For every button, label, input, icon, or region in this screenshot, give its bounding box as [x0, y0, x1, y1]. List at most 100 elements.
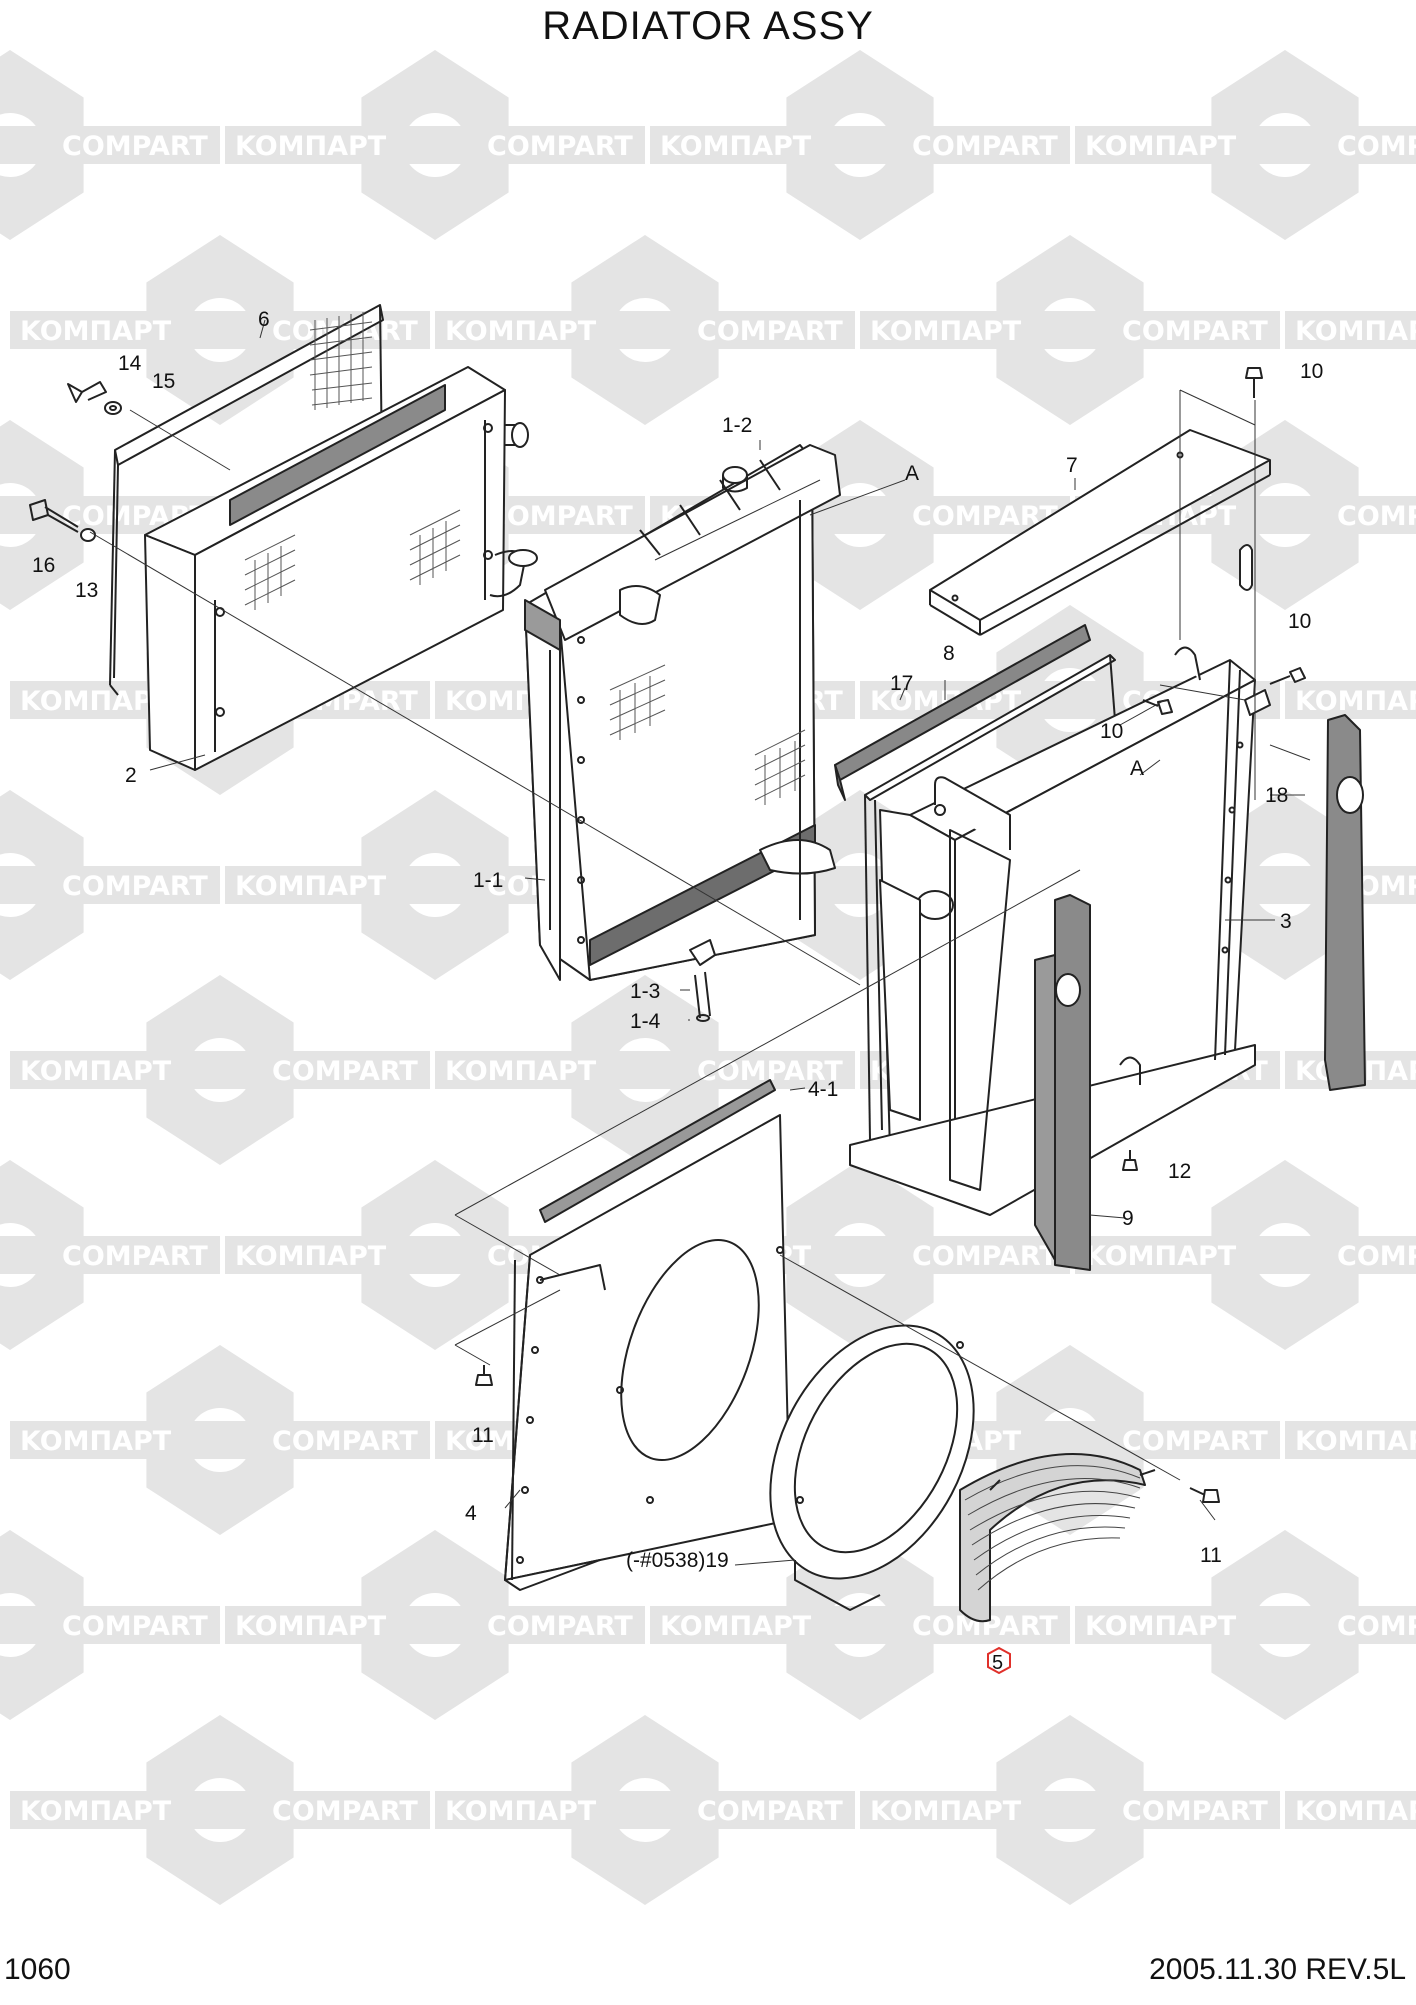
watermark-text: COMPART [272, 1056, 418, 1087]
watermark-text: KOMПАРТ [20, 686, 172, 717]
callout-7: 7 [1066, 454, 1078, 477]
watermark-text: KOMПАРТ [235, 131, 387, 162]
hardware-14-15-16-13 [29, 381, 122, 542]
part-18-plate [1324, 714, 1366, 1091]
watermark-logo: KOMПАРТ COMPART [10, 1715, 430, 1905]
leader-lines [89, 319, 1311, 1566]
watermark-logo: KOMПАРТ COMPART [650, 50, 1070, 240]
watermark-text: KOMПАРТ [1085, 1611, 1237, 1642]
watermark-text: KOMПАРТ [1295, 1426, 1416, 1457]
watermark-text: COMPART [272, 1796, 418, 1827]
callout-17: 17 [890, 672, 913, 695]
callout-13: 13 [75, 579, 98, 602]
watermark-logo: KOMПАРТ COMPART [10, 975, 430, 1165]
watermark-text: COMPART [62, 871, 208, 902]
watermark-text: COMPART [1337, 1241, 1416, 1272]
callout-4-1: 4-1 [808, 1078, 838, 1101]
watermark-text: KOMПАРТ [660, 131, 812, 162]
watermark-text: COMPART [912, 131, 1058, 162]
callout-18: 18 [1265, 784, 1288, 807]
watermark-text: COMPART [487, 1611, 633, 1642]
watermark-logo: KOMПАРТ COMPART [10, 1345, 430, 1535]
watermark-text: COMPART [62, 1611, 208, 1642]
callout-10-top: 10 [1300, 360, 1323, 383]
part-9-strip [1034, 894, 1091, 1271]
callout-1-3: 1-3 [630, 980, 660, 1003]
page-title: RADIATOR ASSY [542, 4, 874, 48]
part-19-ring [769, 1324, 975, 1611]
watermark-text: KOMПАРТ [870, 316, 1022, 347]
watermark-text: KOMПАРТ [445, 1056, 597, 1087]
watermark-text: KOMПАРТ [445, 1796, 597, 1827]
callout-2: 2 [125, 764, 137, 787]
watermark-text: KOMПАРТ [1295, 316, 1416, 347]
callout-6: 6 [258, 308, 270, 331]
part-4-fan-shroud [504, 1114, 791, 1591]
callout-3: 3 [1280, 910, 1292, 933]
callout-5: 5 [992, 1652, 1003, 1674]
part-7-top-plate [929, 429, 1271, 636]
watermark-text: KOMПАРТ [20, 316, 172, 347]
callout-16: 16 [32, 554, 55, 577]
callout-10-right: 10 [1288, 610, 1311, 633]
watermark-text: COMPART [487, 131, 633, 162]
watermark-logo: KOMПАРТ COMPART [435, 1715, 855, 1905]
callout-A-top: A [905, 462, 919, 485]
watermark-text: KOMПАРТ [235, 1611, 387, 1642]
watermark-text: COMPART [1122, 316, 1268, 347]
watermark-logo: KOMПАРТ COMPART [225, 50, 645, 240]
callout-4: 4 [465, 1502, 477, 1525]
callout-1-2: 1-2 [722, 414, 752, 437]
revision-footer: 2005.11.30 REV.5L [1149, 1953, 1406, 1986]
watermark-text: KOMПАРТ [235, 1241, 387, 1272]
watermark-logo: KOMПАРТ COMPART [1075, 1160, 1416, 1350]
watermark-text: KOMПАРТ [1085, 1241, 1237, 1272]
part-5-guard [959, 1453, 1156, 1623]
part-17-frame [864, 654, 1116, 1141]
watermark-text: COMPART [487, 501, 633, 532]
watermark-logo: KOMПАРТ COMPART [860, 235, 1280, 425]
watermark-text: COMPART [697, 316, 843, 347]
callout-9: 9 [1122, 1207, 1134, 1230]
callout-14: 14 [118, 352, 142, 375]
page-number: 1060 [4, 1953, 71, 1986]
watermark-logo: KOMПАРТ COMPART [225, 1530, 645, 1720]
watermark-text: KOMПАРТ [1295, 1796, 1416, 1827]
watermark-text: COMPART [62, 131, 208, 162]
callout-11-right: 11 [1200, 1544, 1222, 1567]
callout-1-4: 1-4 [630, 1010, 661, 1033]
watermark-text: KOMПАРТ [660, 1611, 812, 1642]
callout-1-1: 1-1 [473, 869, 503, 892]
watermark-text: COMPART [62, 1241, 208, 1272]
watermark-text: COMPART [1122, 1426, 1268, 1457]
part-1-radiator [524, 444, 841, 1022]
callout-10-mid: 10 [1100, 720, 1123, 743]
watermark-text: KOMПАРТ [20, 1056, 172, 1087]
watermark-text: KOMПАРТ [20, 1796, 172, 1827]
watermark-text: KOMПАРТ [1295, 686, 1416, 717]
watermark-text: KOMПАРТ [870, 1796, 1022, 1827]
watermark-text: KOMПАРТ [20, 1426, 172, 1457]
watermark-text: COMPART [272, 1426, 418, 1457]
bolts [475, 367, 1306, 1503]
watermark-text: COMPART [697, 1796, 843, 1827]
callout-A-mid: A [1130, 757, 1144, 780]
watermark-text: COMPART [912, 1241, 1058, 1272]
watermark-text: COMPART [1337, 501, 1416, 532]
callout-8: 8 [943, 642, 955, 665]
